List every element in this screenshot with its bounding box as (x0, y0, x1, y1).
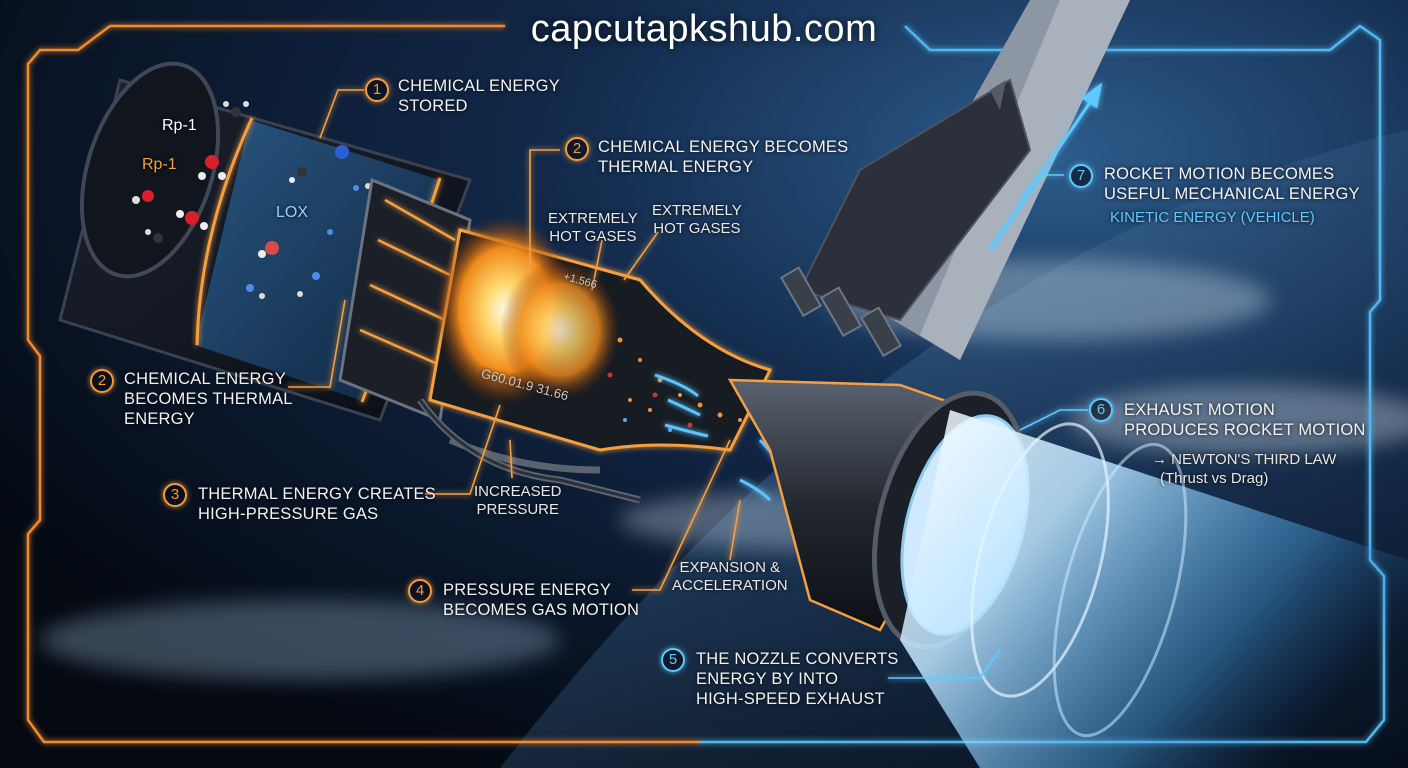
hot-gases-annotation-2: EXTREMELY HOT GASES (652, 202, 742, 237)
site-title: capcutapkshub.com (530, 8, 878, 50)
step-1-label: CHEMICAL ENERGY STORED (398, 77, 560, 115)
step-3-number: 3 (163, 483, 187, 507)
step-5-label: THE NOZZLE CONVERTS ENERGY BY INTO HIGH-… (696, 650, 899, 708)
step-7-label: ROCKET MOTION BECOMES USEFUL MECHANICAL … (1104, 165, 1360, 203)
step-7-number: 7 (1069, 164, 1093, 188)
step-2-top-label: CHEMICAL ENERGY BECOMES THERMAL ENERGY (598, 138, 849, 176)
rp1-label-white: Rp-1 (162, 117, 197, 134)
step-1-number: 1 (365, 78, 389, 102)
increased-pressure-annotation: INCREASED PRESSURE (474, 483, 562, 518)
propellant-tank (58, 61, 472, 423)
exhaust-plume (900, 410, 1408, 768)
step-4-label: PRESSURE ENERGY BECOMES GAS MOTION (443, 581, 640, 619)
step-5-number: 5 (661, 648, 685, 672)
expansion-annotation: EXPANSION & ACCELERATION (672, 559, 788, 594)
step-3-label: THERMAL ENERGY CREATES HIGH-PRESSURE GAS (198, 485, 436, 523)
newtons-third-law-label: → NEWTON'S THIRD LAW (1152, 451, 1337, 468)
step-6-label: EXHAUST MOTION PRODUCES ROCKET MOTION (1124, 401, 1366, 439)
step-4-number: 4 (408, 579, 432, 603)
step-2-left-label: CHEMICAL ENERGY BECOMES THERMAL ENERGY (124, 370, 293, 428)
step-2-left-number: 2 (90, 369, 114, 393)
rp1-label-orange: Rp-1 (142, 156, 177, 173)
rocket-body (779, 0, 1130, 360)
step-2-top-number: 2 (565, 137, 589, 161)
lox-label: LOX (276, 204, 309, 221)
hot-gases-annotation-1: EXTREMELY HOT GASES (548, 210, 638, 245)
thrust-vs-drag-label: (Thrust vs Drag) (1160, 470, 1269, 487)
step-6-number: 6 (1089, 398, 1113, 422)
kinetic-energy-label: KINETIC ENERGY (VEHICLE) (1110, 209, 1315, 226)
